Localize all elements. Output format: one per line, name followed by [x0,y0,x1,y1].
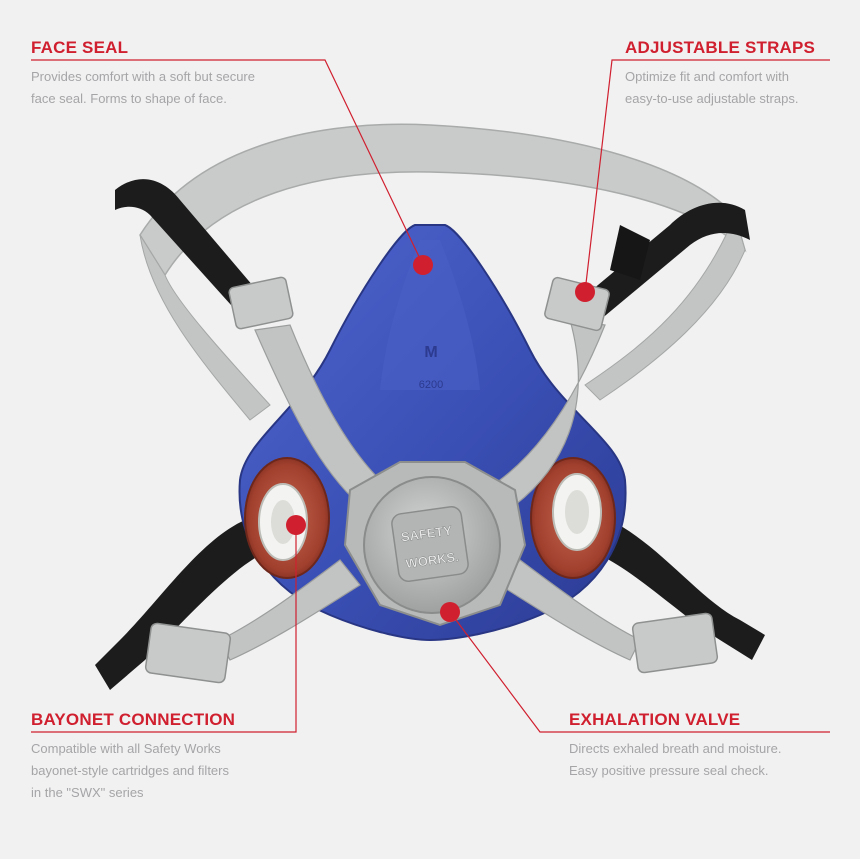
straps-desc-line-2: easy-to-use adjustable straps. [625,91,799,106]
exhalation-valve-description: Directs exhaled breath and moisture. Eas… [569,738,839,782]
face-seal-desc-line-2: face seal. Forms to shape of face. [31,91,227,106]
face-seal-leader [31,59,424,266]
right-top-strap-loop [610,225,650,280]
straps-marker [575,282,595,302]
bayonet-connection-description: Compatible with all Safety Works bayonet… [31,738,291,804]
bayonet-desc-line-1: Compatible with all Safety Works [31,741,221,756]
left-top-strap [115,179,265,315]
exhalation-valve-title: EXHALATION VALVE [569,710,741,729]
left-top-buckle [228,276,294,330]
bayonet-desc-line-3: in the "SWX" series [31,785,144,800]
valve-desc-line-2: Easy positive pressure seal check. [569,763,769,778]
size-mark: M [424,344,437,361]
valve-leader [449,611,830,733]
adjustable-straps-description: Optimize fit and comfort with easy-to-us… [625,66,840,110]
model-mark: 6200 [419,379,443,391]
left-bottom-strap [95,520,260,690]
valve-logo-plate [391,506,469,582]
lower-frame [219,559,361,661]
nose-ridge [380,240,480,390]
left-bottom-buckle [144,622,232,684]
straps-leader [584,59,830,293]
face-seal-title: FACE SEAL [31,38,129,57]
right-bottom-strap [600,520,765,660]
adjustable-straps-title: ADJUSTABLE STRAPS [625,38,816,57]
straps-desc-line-1: Optimize fit and comfort with [625,69,789,84]
valve-desc-line-1: Directs exhaled breath and moisture. [569,741,782,756]
callout-exhalation-valve: EXHALATION VALVE Directs exhaled breath … [569,710,839,782]
bayonet-leader [31,525,297,733]
face-seal-marker [413,255,433,275]
lower-frame-right [499,559,641,661]
right-harness-arm [584,213,746,401]
bayonet-marker [286,515,306,535]
face-seal-desc-line-1: Provides comfort with a soft but secure [31,69,255,84]
left-harness-arm [139,234,271,421]
face-seal-description: Provides comfort with a soft but secure … [31,66,301,110]
callout-bayonet-connection: BAYONET CONNECTION Compatible with all S… [31,710,291,804]
logo-line-1: SAFETY [400,523,453,545]
callout-face-seal: FACE SEAL Provides comfort with a soft b… [31,38,301,110]
right-bottom-buckle [631,612,719,674]
bayonet-desc-line-2: bayonet-style cartridges and filters [31,763,229,778]
callout-adjustable-straps: ADJUSTABLE STRAPS Optimize fit and comfo… [625,38,840,110]
right-top-strap [580,202,750,320]
valve-marker [440,602,460,622]
bayonet-connection-title: BAYONET CONNECTION [31,710,236,729]
